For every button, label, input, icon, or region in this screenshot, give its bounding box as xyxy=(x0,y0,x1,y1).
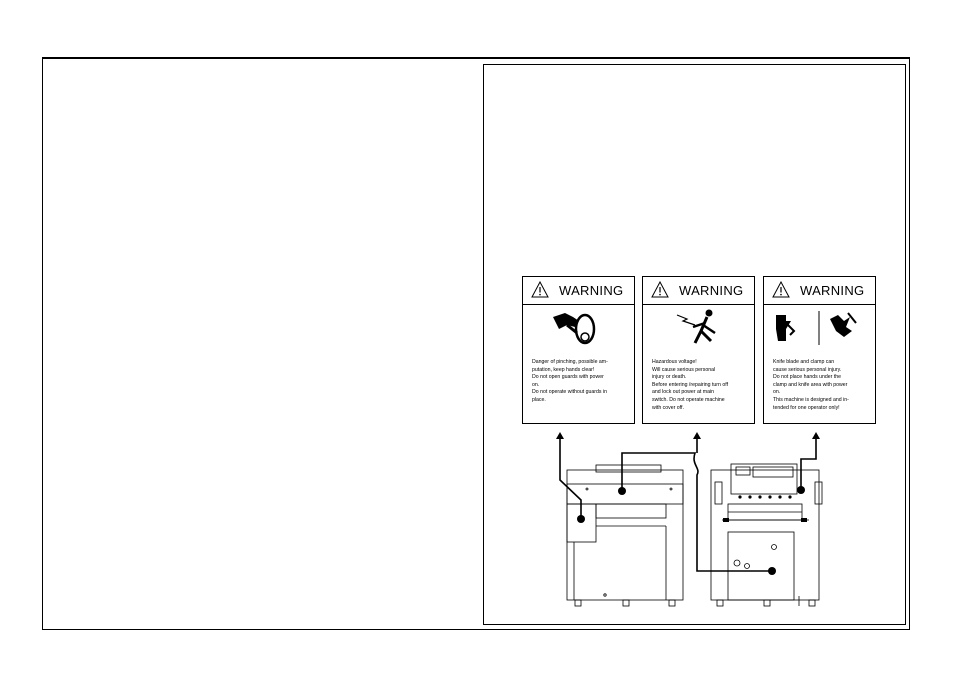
label-header: WARNING xyxy=(764,277,875,305)
message-line: Do not operate without guards in xyxy=(532,389,607,396)
message-line: putation, keep hands clear! xyxy=(532,366,595,373)
callout-dot-voltage-front xyxy=(768,567,776,575)
warning-label-voltage: WARNING Hazardous voltage! Will cause se… xyxy=(642,276,755,424)
warning-message: Danger of pinching, possible am- putatio… xyxy=(532,359,632,405)
arrow-head-icon xyxy=(693,432,701,439)
warning-label-pinch: WARNING Danger of pinching, possible am-… xyxy=(522,276,635,424)
message-line: place. xyxy=(532,396,546,403)
message-line: on. xyxy=(532,381,540,388)
message-line: This machine is designed and in- xyxy=(773,396,849,403)
warning-triangle-icon xyxy=(651,281,669,298)
warning-heading: WARNING xyxy=(679,283,744,298)
leader-line-knife xyxy=(800,437,817,490)
label-header: WARNING xyxy=(643,277,754,305)
callout-dot-voltage xyxy=(618,487,626,495)
warning-label-knife: WARNING Knife blade and clamp can cause … xyxy=(763,276,876,424)
warning-heading: WARNING xyxy=(800,283,865,298)
warning-message: Hazardous voltage! Will cause serious pe… xyxy=(652,359,752,412)
warning-labels-figure xyxy=(483,64,906,625)
message-line: Before entering /repairing turn off xyxy=(652,381,729,388)
message-line: and lock out power at main xyxy=(652,389,714,396)
message-line: clamp and knife area with power xyxy=(773,381,848,388)
message-line: Do not open guards with power xyxy=(532,374,604,381)
message-line: Danger of pinching, possible am- xyxy=(532,359,608,365)
arrow-head-icon xyxy=(812,432,820,439)
message-line: Hazardous voltage! xyxy=(652,359,697,365)
leader-line-voltage xyxy=(621,452,772,572)
message-line: with cover off. xyxy=(652,404,684,411)
message-line: Knife blade and clamp can xyxy=(773,359,835,365)
warning-triangle-icon xyxy=(531,281,549,298)
warning-message: Knife blade and clamp can cause serious … xyxy=(773,359,873,412)
message-line: Will cause serious personal xyxy=(652,366,716,373)
message-line: tended for one operator only! xyxy=(773,404,840,411)
message-line: Do not place hands under the xyxy=(773,374,842,381)
message-line: injury or death. xyxy=(652,374,687,381)
pinch-point-belt-icon xyxy=(553,313,596,345)
callout-dot-knife xyxy=(797,486,805,494)
electric-shock-icon xyxy=(676,309,716,344)
knife-blade-clamp-icon xyxy=(776,311,857,345)
callout-dot-pinch xyxy=(577,515,585,523)
warning-heading: WARNING xyxy=(559,283,624,298)
paper-cutter-machine-drawing xyxy=(556,432,823,607)
arrow-head-icon xyxy=(556,432,564,439)
message-line: cause serious personal injury. xyxy=(773,366,842,373)
page-frame xyxy=(42,57,910,630)
warning-triangle-icon xyxy=(772,281,790,298)
leader-line-pinch xyxy=(559,437,582,518)
label-header: WARNING xyxy=(523,277,634,305)
message-line: switch. Do not operate machine xyxy=(652,396,725,403)
message-line: on. xyxy=(773,389,781,396)
